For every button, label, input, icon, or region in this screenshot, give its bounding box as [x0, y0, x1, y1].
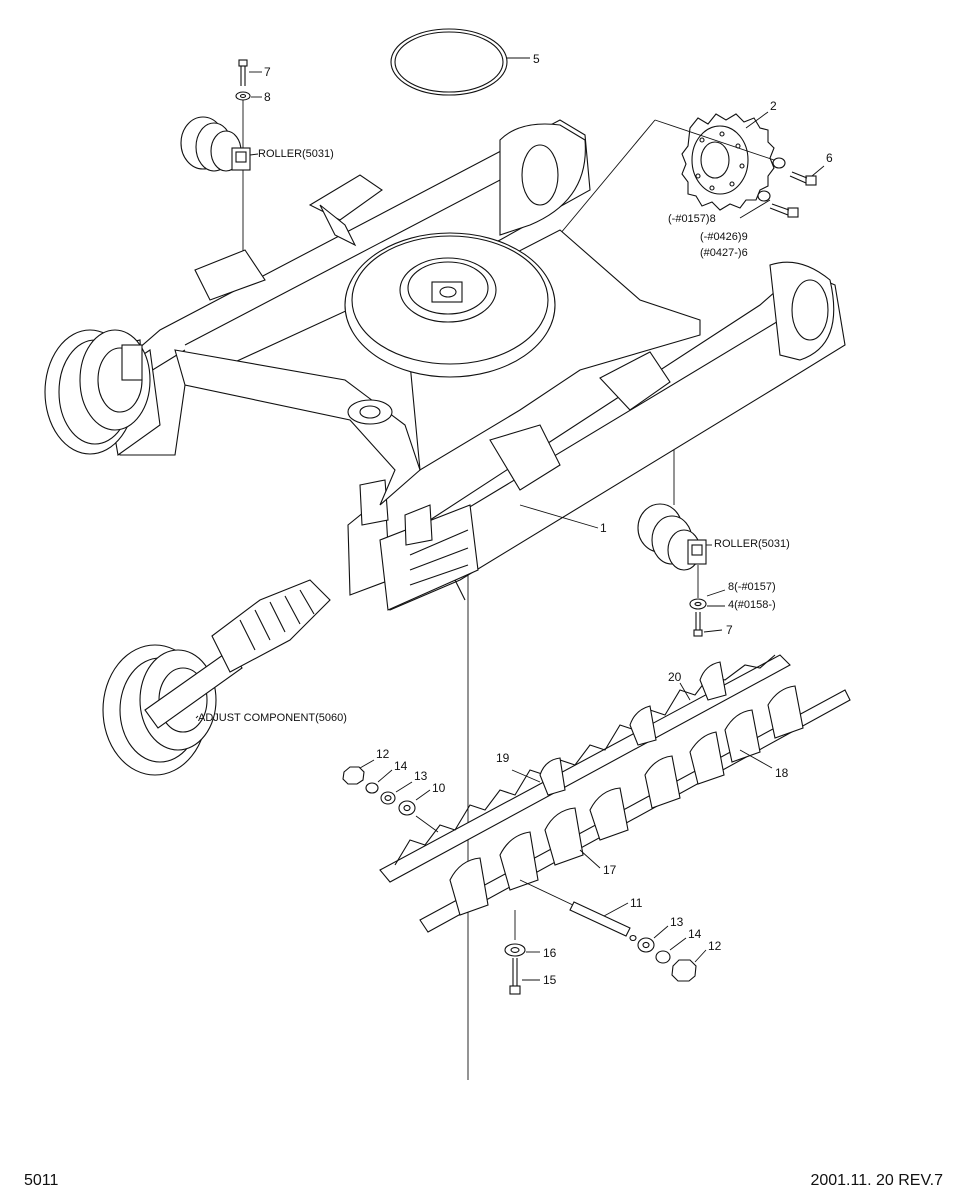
callout-labels: 1 2 5 6 7 8 (-#0157)8 (-#0426)9 (#0427-)… — [198, 52, 833, 987]
adjust-component-part — [102, 579, 331, 776]
right-spring-washer-part — [655, 937, 687, 964]
track-guard-lower-part — [419, 685, 851, 933]
callout-12-left: 12 — [376, 747, 390, 761]
callout-6-sprocket: (#0427-)6 — [700, 247, 748, 259]
top-bolt-part — [238, 59, 262, 86]
callout-9-sprocket: (-#0426)9 — [700, 231, 748, 243]
left-spring-washer-part — [365, 769, 393, 794]
callout-2: 2 — [770, 99, 777, 113]
roller-ref-top: ROLLER(5031) — [258, 148, 334, 160]
right-washer-part — [637, 925, 669, 953]
callout-16: 16 — [543, 946, 557, 960]
guard-pin-part — [519, 879, 637, 942]
left-nut-part — [342, 759, 375, 785]
right-nut-part — [671, 949, 707, 982]
callout-18: 18 — [775, 766, 789, 780]
top-washer-part — [235, 91, 262, 101]
callout-20: 20 — [668, 670, 682, 684]
callout-8-sprocket: (-#0157)8 — [668, 213, 716, 225]
roller-ref-right: ROLLER(5031) — [714, 538, 790, 550]
track-frame-part — [99, 119, 846, 611]
callout-13-right: 13 — [670, 915, 684, 929]
callout-15: 15 — [543, 973, 557, 987]
callout-14-right: 14 — [688, 927, 702, 941]
track-guard-upper-part — [379, 654, 791, 883]
page-number: 5011 — [24, 1172, 59, 1189]
right-carrier-roller-part — [637, 450, 712, 598]
left-plate-washer-part — [398, 789, 439, 833]
callout-14-left: 14 — [394, 759, 408, 773]
guard-20-leader — [679, 682, 691, 701]
right-roller-bolt-part — [693, 612, 723, 637]
bottom-washer-part — [504, 910, 540, 957]
callout-8-right: 8(-#0157) — [728, 581, 776, 593]
revision-date: 2001.11. 20 REV.7 — [810, 1172, 943, 1189]
top-carrier-roller-part — [180, 116, 259, 172]
front-idler-part — [44, 329, 151, 455]
callout-13-left: 13 — [414, 769, 428, 783]
sprocket-bolt-part — [739, 165, 825, 219]
o-ring-part — [390, 28, 530, 96]
sprocket-washer-part — [757, 157, 786, 202]
callout-11: 11 — [630, 896, 643, 910]
callout-12-right: 12 — [708, 939, 722, 953]
callout-8-top: 8 — [264, 90, 271, 104]
callout-10: 10 — [432, 781, 446, 795]
left-washer-part — [380, 781, 413, 805]
callout-6: 6 — [826, 151, 833, 165]
sprocket-part — [544, 111, 781, 253]
callout-7-right: 7 — [726, 623, 733, 637]
adjust-component-ref: ADJUST COMPONENT(5060) — [198, 712, 347, 724]
callout-4-right: 4(#0158-) — [728, 599, 776, 611]
callout-1: 1 — [600, 521, 607, 535]
callout-17: 17 — [603, 863, 617, 877]
callout-19: 19 — [496, 751, 510, 765]
guard-19-leader — [511, 769, 541, 783]
bottom-bolt-part — [509, 958, 540, 995]
callout-7-top: 7 — [264, 65, 271, 79]
right-roller-washer-part — [689, 589, 726, 610]
callout-5: 5 — [533, 52, 540, 66]
